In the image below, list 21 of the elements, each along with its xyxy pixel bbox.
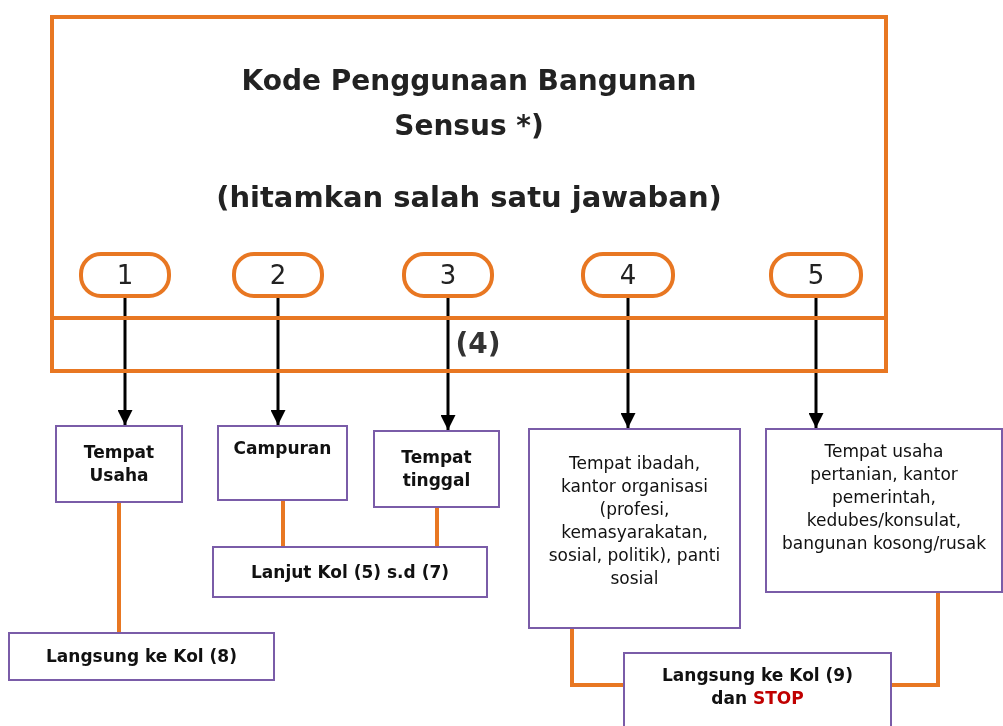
arrow	[270, 298, 286, 425]
connector-line	[281, 501, 285, 546]
heading: Kode Penggunaan Bangunan Sensus *)	[240, 63, 698, 144]
instruction-text: (hitamkan salah satu jawaban)	[215, 179, 723, 216]
connector-line	[117, 503, 121, 632]
arrow	[808, 298, 824, 428]
category-box: Tempat Usaha	[55, 425, 183, 503]
connector-line	[892, 593, 940, 687]
category-box: Tempat ibadah, kantor organisasi (profesi, kemasyarakatan, sosial, politik), panti sosial	[528, 428, 741, 629]
arrow	[440, 298, 456, 430]
category-box: Campuran	[217, 425, 348, 501]
connector-line	[435, 508, 439, 546]
form-panel	[50, 15, 888, 373]
connector-line	[570, 629, 623, 687]
instruction-box: Lanjut Kol (5) s.d (7)	[212, 546, 488, 598]
arrow	[620, 298, 636, 428]
instruction-box: Langsung ke Kol (8)	[8, 632, 275, 681]
category-box: Tempat tinggal	[373, 430, 500, 508]
instruction-box: Langsung ke Kol (9) dan STOP	[623, 652, 892, 726]
arrow	[117, 298, 133, 425]
category-box: Tempat usaha pertanian, kantor pemerintah, kedubes/konsulat, bangunan kosong/rusak	[765, 428, 1003, 593]
